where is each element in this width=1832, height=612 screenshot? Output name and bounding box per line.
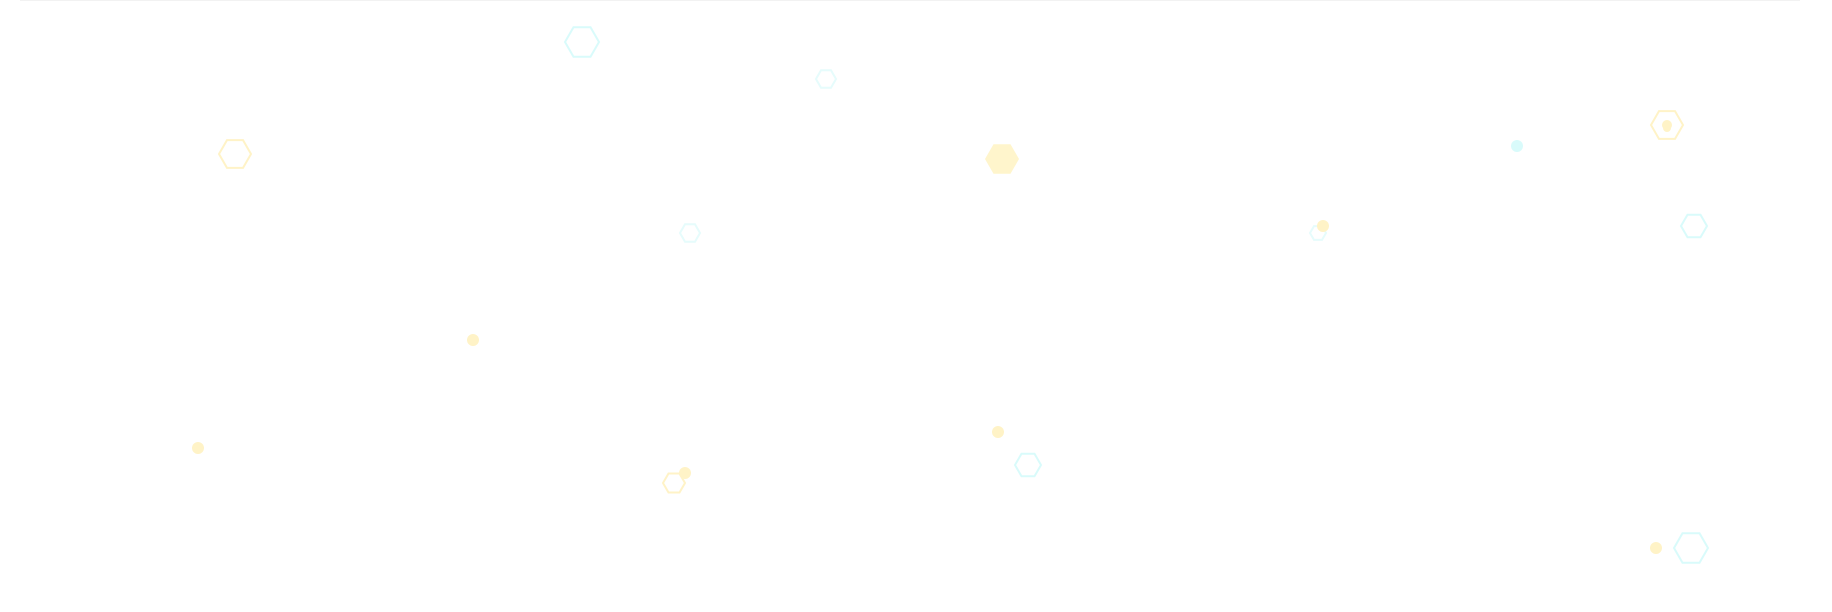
hexagon-outline-shape <box>1013 452 1043 478</box>
dot-shape <box>1511 140 1523 152</box>
dot-shape <box>192 442 204 454</box>
hexagon-outline-shape <box>1672 532 1710 564</box>
hexagon-outline-shape <box>1679 213 1709 239</box>
hexagon-outline-shape <box>217 139 253 169</box>
hexagon-outline-shape <box>678 223 702 243</box>
dot-shape <box>679 467 691 479</box>
hexagon-outline-shape <box>814 69 838 89</box>
dot-shape <box>1663 124 1671 132</box>
hexagon-filled-shape <box>985 144 1019 174</box>
dot-shape <box>992 426 1004 438</box>
dot-shape <box>467 334 479 346</box>
top-divider <box>20 0 1800 1</box>
hexagon-outline-shape <box>563 26 601 58</box>
dot-shape <box>1650 542 1662 554</box>
dot-shape <box>1317 220 1329 232</box>
hexagon-outline-shape <box>1649 110 1685 140</box>
